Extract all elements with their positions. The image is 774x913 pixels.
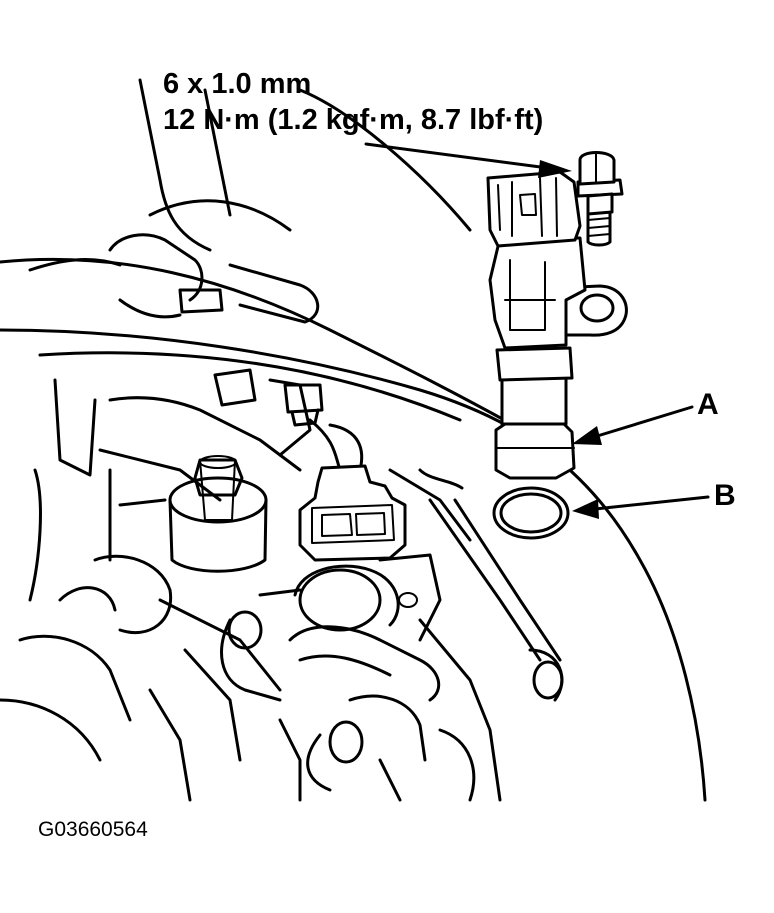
bolt-size-label: 6 x 1.0 mm xyxy=(163,68,312,100)
sensor-a xyxy=(486,170,628,480)
callout-a-label: A xyxy=(697,388,719,421)
o-ring-b xyxy=(492,486,570,540)
figure-id: G03660564 xyxy=(38,818,148,841)
callout-b-label: B xyxy=(714,479,736,512)
bolt xyxy=(576,151,624,247)
torque-spec-label: 12 N·m (1.2 kgf·m, 8.7 lbf·ft) xyxy=(163,104,544,136)
callout-b-arrow xyxy=(572,495,710,519)
callout-a-arrow xyxy=(572,405,694,445)
engine-background xyxy=(0,78,707,802)
torque-leader-arrow xyxy=(364,142,572,178)
